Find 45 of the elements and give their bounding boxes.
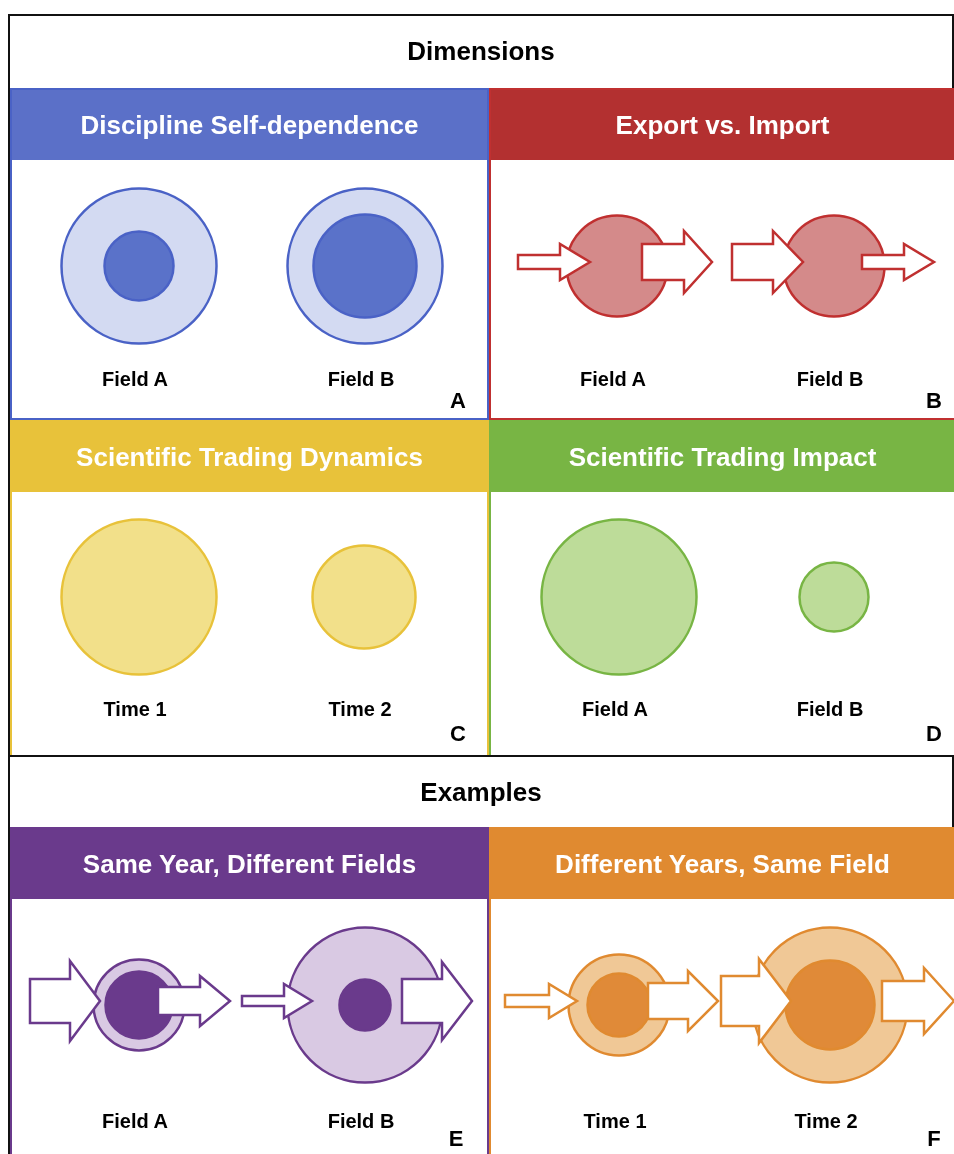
panel-header: Different Years, Same Field xyxy=(491,829,954,899)
circle xyxy=(784,959,876,1051)
circle-caption: Field A xyxy=(580,368,646,391)
panel xyxy=(489,420,954,757)
panel xyxy=(489,827,954,1154)
circle-caption: Field B xyxy=(327,1110,395,1133)
circle-caption: Time 1 xyxy=(583,1110,647,1133)
panel-header: Same Year, Different Fields xyxy=(12,829,487,899)
circle-caption: Time 2 xyxy=(328,698,392,721)
circle xyxy=(782,214,886,318)
circle xyxy=(338,978,392,1032)
panel-header: Export vs. Import xyxy=(491,90,954,160)
circle xyxy=(311,544,417,650)
circle-caption: Field A xyxy=(102,1110,168,1133)
circle-caption: Field B xyxy=(796,368,864,391)
panel-letter: B xyxy=(926,388,942,414)
circle xyxy=(312,213,418,319)
section-frame xyxy=(8,14,954,755)
section-title: Dimensions xyxy=(406,36,556,67)
panel-letter: E xyxy=(448,1126,464,1152)
panel-letter: D xyxy=(926,721,942,747)
panel xyxy=(489,88,954,420)
panel-letter: F xyxy=(927,1126,941,1152)
section-title: Examples xyxy=(419,777,543,808)
circle-caption: Time 2 xyxy=(794,1110,858,1133)
circle xyxy=(60,187,218,345)
circle xyxy=(103,230,175,302)
circle-caption: Field B xyxy=(796,698,864,721)
panel-header: Discipline Self-dependence xyxy=(12,90,487,160)
panel-header: Scientific Trading Dynamics xyxy=(12,422,487,492)
circle xyxy=(798,561,870,633)
panel xyxy=(10,88,489,420)
circle-caption: Time 1 xyxy=(103,698,167,721)
circle-caption: Field A xyxy=(582,698,648,721)
circle xyxy=(540,518,698,676)
panel-letter: C xyxy=(450,721,466,747)
panel-letter: A xyxy=(450,388,466,414)
panel-header: Scientific Trading Impact xyxy=(491,422,954,492)
circle xyxy=(60,518,218,676)
circle-caption: Field B xyxy=(327,368,395,391)
panel xyxy=(10,827,489,1154)
circle xyxy=(286,187,444,345)
circle-caption: Field A xyxy=(102,368,168,391)
panel xyxy=(10,420,489,757)
section-frame xyxy=(8,755,954,1154)
